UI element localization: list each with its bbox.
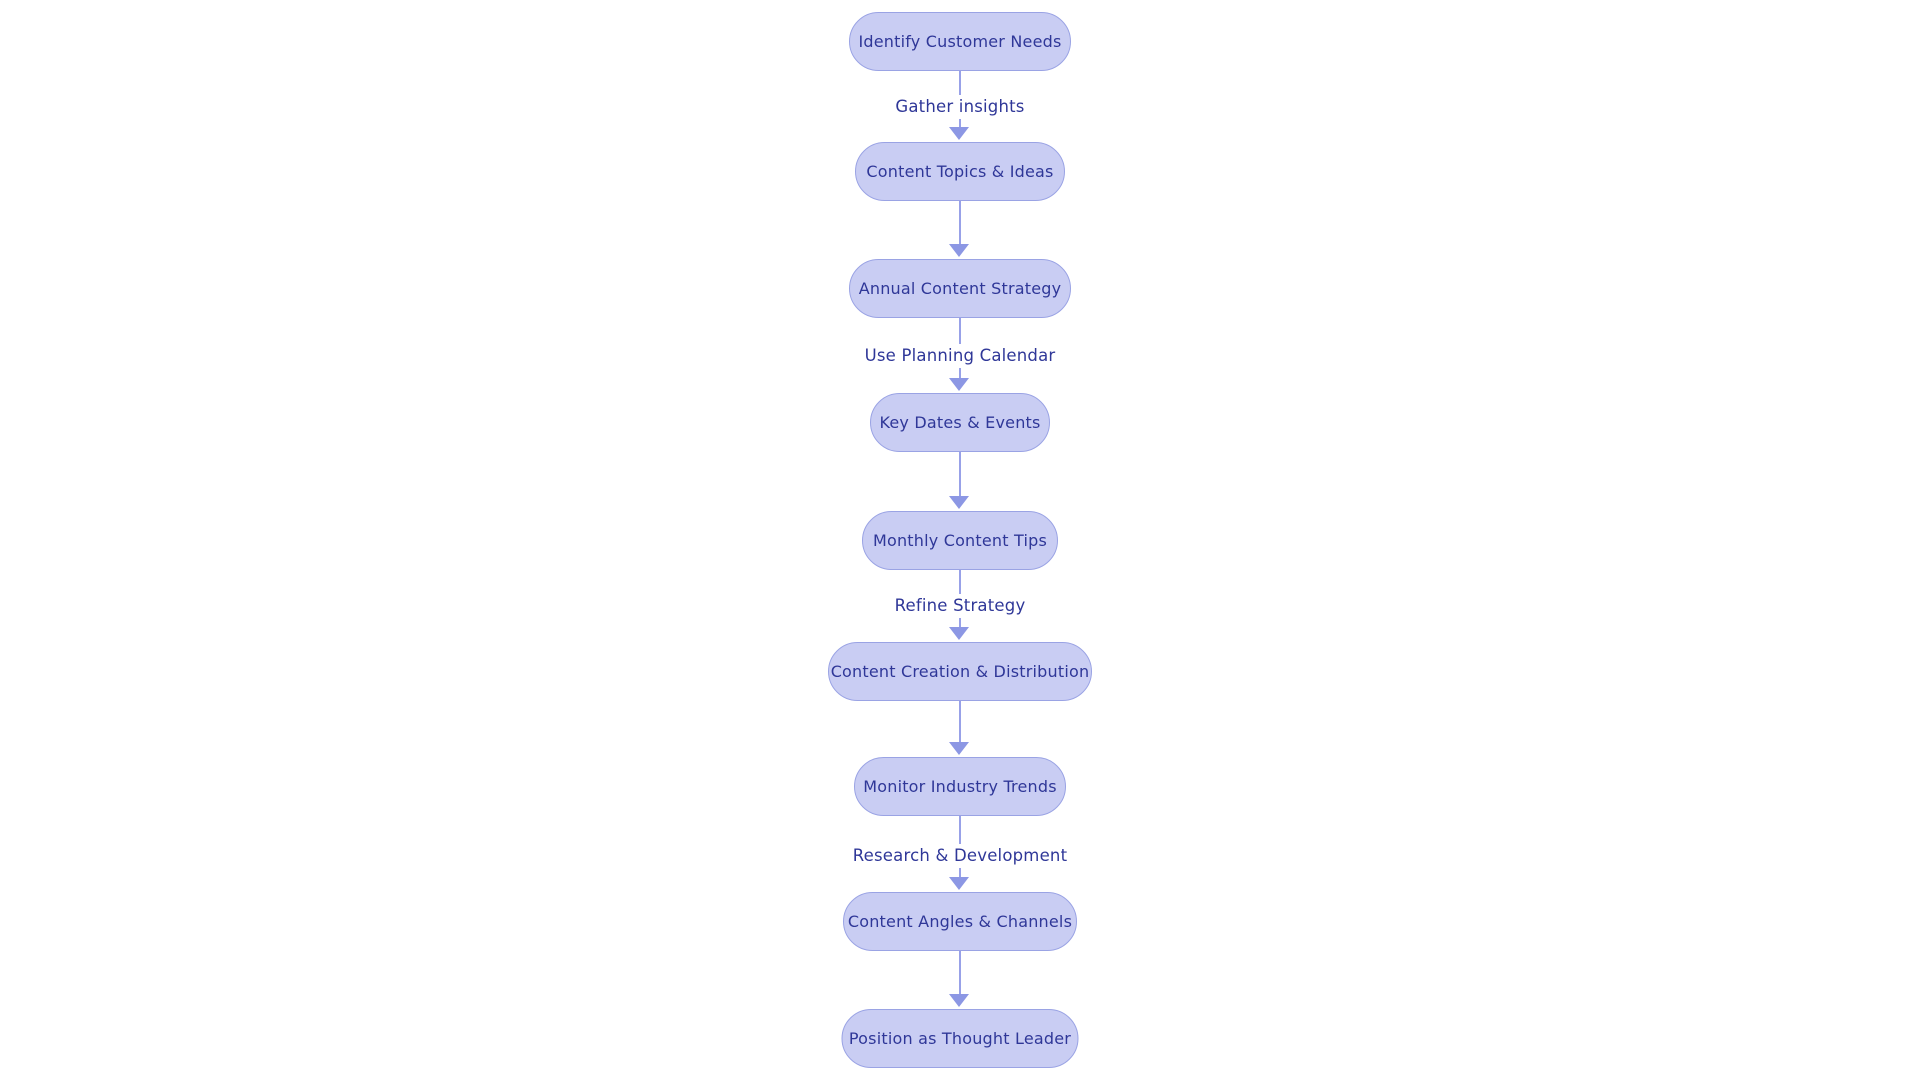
flowchart-node-monitor-industry-trends: Monitor Industry Trends [854,757,1066,816]
arrowhead-icon-6 [949,742,969,755]
flowchart-node-annual-content-strategy: Annual Content Strategy [849,259,1071,318]
arrowhead-icon-7 [949,877,969,890]
flowchart-node-key-dates-events: Key Dates & Events [870,393,1050,452]
arrowhead-icon-1 [949,127,969,140]
arrowhead-icon-3 [949,378,969,391]
arrowhead-icon-8 [949,994,969,1007]
edge-line-8 [959,951,961,996]
edge-label-gather-insights: Gather insights [887,95,1033,119]
flowchart-node-identify-customer-needs: Identify Customer Needs [849,12,1071,71]
edge-line-6 [959,701,961,744]
arrowhead-icon-4 [949,496,969,509]
flowchart-node-content-topics-ideas: Content Topics & Ideas [855,142,1065,201]
arrowhead-icon-5 [949,627,969,640]
arrowhead-icon-2 [949,244,969,257]
edge-label-research-development: Research & Development [844,844,1076,868]
flowchart-node-position-as-thought-leader: Position as Thought Leader [841,1009,1079,1068]
edge-label-refine-strategy: Refine Strategy [886,594,1034,618]
flowchart-node-content-angles-channels: Content Angles & Channels [843,892,1077,951]
flowchart-node-monthly-content-tips: Monthly Content Tips [862,511,1058,570]
edge-line-4 [959,452,961,498]
edge-label-use-planning-calendar: Use Planning Calendar [856,344,1064,368]
edge-line-2 [959,201,961,246]
flowchart-node-content-creation-distribution: Content Creation & Distribution [828,642,1092,701]
